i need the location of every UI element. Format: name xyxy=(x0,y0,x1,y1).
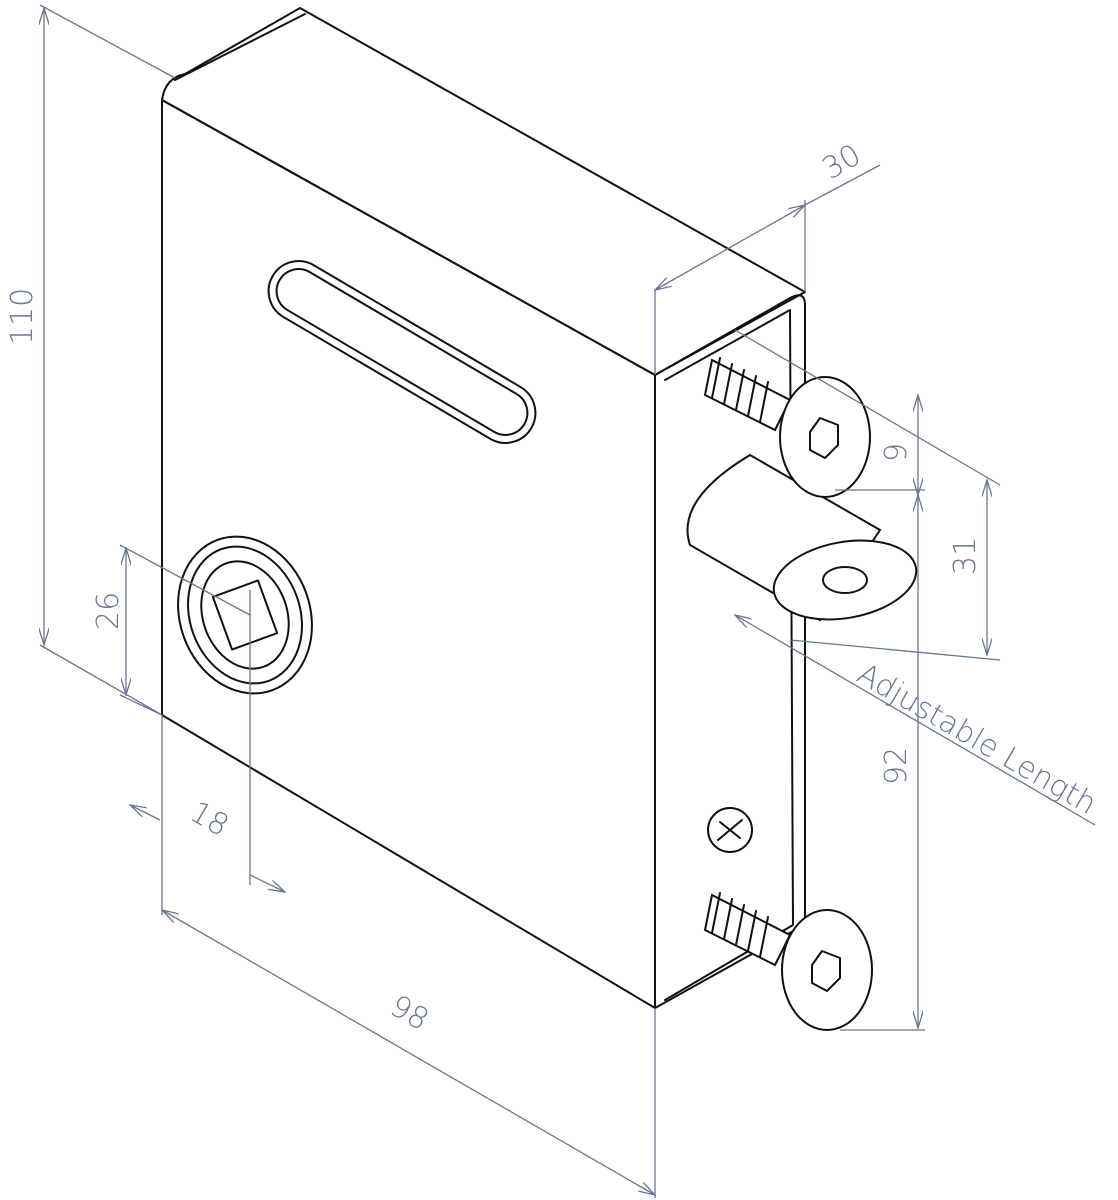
front-face xyxy=(161,99,656,1009)
slot xyxy=(267,260,537,444)
dim-92: 92 xyxy=(879,747,914,785)
lock-body xyxy=(161,7,918,1031)
pin xyxy=(686,453,918,622)
dimensions: 110 30 9 31 92 Adjustable Length 26 18 9… xyxy=(5,4,1102,1198)
dim-31: 31 xyxy=(948,537,983,575)
phillips-screw xyxy=(707,807,753,853)
screw-bottom xyxy=(703,892,873,1031)
dim-30: 30 xyxy=(817,138,868,187)
key-hole xyxy=(177,535,313,695)
screw-top xyxy=(703,357,871,498)
top-face xyxy=(161,7,806,376)
dim-9: 9 xyxy=(879,443,914,462)
dim-110: 110 xyxy=(5,288,40,345)
dim-26: 26 xyxy=(91,592,126,630)
dim-18: 18 xyxy=(184,795,235,844)
dim-98: 98 xyxy=(384,989,435,1038)
dim-adjustable-length: Adjustable Length xyxy=(851,657,1102,822)
